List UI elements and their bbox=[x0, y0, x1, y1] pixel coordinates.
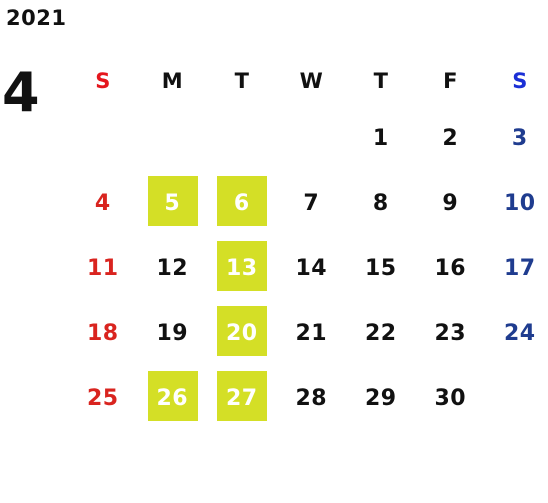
day-number: 27 bbox=[225, 386, 258, 411]
day-cell[interactable]: 5 bbox=[138, 171, 208, 236]
empty-day-cell bbox=[207, 106, 277, 171]
weekday-header-thursday: T bbox=[373, 69, 388, 93]
day-number: 30 bbox=[434, 386, 467, 411]
day-cell[interactable]: 17 bbox=[485, 236, 548, 301]
day-cell[interactable]: 7 bbox=[277, 171, 347, 236]
day-highlight bbox=[217, 371, 267, 421]
empty-day-cell bbox=[138, 106, 208, 171]
day-number: 15 bbox=[364, 256, 397, 281]
calendar-week-row: 1 2 3 bbox=[68, 106, 548, 171]
calendar-month-number: 4 bbox=[2, 61, 40, 124]
weekday-header-row: S M T W T F S bbox=[68, 56, 548, 106]
day-cell[interactable]: 3 bbox=[485, 106, 548, 171]
day-cell[interactable]: 8 bbox=[346, 171, 416, 236]
day-number: 2 bbox=[442, 126, 459, 151]
day-number: 12 bbox=[156, 256, 189, 281]
day-cell[interactable]: 27 bbox=[207, 366, 277, 431]
day-highlight bbox=[217, 306, 267, 356]
day-highlight bbox=[147, 176, 198, 226]
day-number: 16 bbox=[434, 256, 467, 281]
day-highlight bbox=[217, 176, 267, 226]
day-number: 3 bbox=[511, 126, 528, 151]
day-number: 25 bbox=[86, 386, 119, 411]
empty-day-cell bbox=[277, 106, 347, 171]
day-cell[interactable]: 19 bbox=[138, 301, 208, 366]
weekday-header-friday: F bbox=[443, 69, 458, 93]
day-cell[interactable]: 6 bbox=[207, 171, 277, 236]
day-cell[interactable]: 13 bbox=[207, 236, 277, 301]
day-number: 7 bbox=[303, 191, 320, 216]
day-number: 21 bbox=[295, 321, 328, 346]
weekday-header-saturday: S bbox=[512, 69, 528, 93]
day-number: 4 bbox=[94, 191, 111, 216]
day-cell[interactable]: 18 bbox=[68, 301, 138, 366]
day-cell[interactable]: 1 bbox=[346, 106, 416, 171]
day-number: 22 bbox=[364, 321, 397, 346]
day-cell[interactable]: 10 bbox=[485, 171, 548, 236]
weekday-header-sunday: S bbox=[95, 69, 111, 93]
day-number: 6 bbox=[233, 191, 250, 216]
weekday-header-wednesday: W bbox=[299, 69, 323, 93]
day-number: 29 bbox=[364, 386, 397, 411]
day-cell[interactable]: 23 bbox=[416, 301, 486, 366]
day-number: 1 bbox=[372, 126, 389, 151]
day-cell[interactable]: 24 bbox=[485, 301, 548, 366]
day-number: 13 bbox=[225, 256, 258, 281]
day-number: 18 bbox=[86, 321, 119, 346]
day-number: 11 bbox=[86, 256, 119, 281]
day-number: 8 bbox=[372, 191, 389, 216]
day-number: 28 bbox=[295, 386, 328, 411]
empty-day-cell bbox=[485, 366, 548, 431]
day-cell[interactable]: 9 bbox=[416, 171, 486, 236]
calendar-year: 2021 bbox=[6, 6, 67, 30]
empty-day-cell bbox=[68, 106, 138, 171]
day-cell[interactable]: 12 bbox=[138, 236, 208, 301]
day-cell[interactable]: 26 bbox=[138, 366, 208, 431]
calendar-week-row: 25 26 27 28 29 30 bbox=[68, 366, 548, 431]
day-number: 9 bbox=[442, 191, 459, 216]
calendar-week-row: 11 12 13 14 15 16 17 bbox=[68, 236, 548, 301]
day-cell[interactable]: 29 bbox=[346, 366, 416, 431]
weekday-header-monday: M bbox=[161, 69, 183, 93]
day-number: 26 bbox=[156, 386, 189, 411]
day-number: 24 bbox=[503, 321, 536, 346]
day-number: 20 bbox=[225, 321, 258, 346]
day-cell[interactable]: 15 bbox=[346, 236, 416, 301]
day-highlight bbox=[217, 241, 267, 291]
day-cell[interactable]: 25 bbox=[68, 366, 138, 431]
day-cell[interactable]: 20 bbox=[207, 301, 277, 366]
day-number: 10 bbox=[503, 191, 536, 216]
day-cell[interactable]: 30 bbox=[416, 366, 486, 431]
day-cell[interactable]: 2 bbox=[416, 106, 486, 171]
day-cell[interactable]: 22 bbox=[346, 301, 416, 366]
day-number: 5 bbox=[164, 191, 181, 216]
day-cell[interactable]: 4 bbox=[68, 171, 138, 236]
day-cell[interactable]: 28 bbox=[277, 366, 347, 431]
day-highlight bbox=[147, 371, 198, 421]
day-number: 19 bbox=[156, 321, 189, 346]
weekday-header-tuesday: T bbox=[234, 69, 249, 93]
day-number: 23 bbox=[434, 321, 467, 346]
day-cell[interactable]: 11 bbox=[68, 236, 138, 301]
day-number: 17 bbox=[503, 256, 536, 281]
calendar-week-row: 18 19 20 21 22 23 24 bbox=[68, 301, 548, 366]
day-cell[interactable]: 21 bbox=[277, 301, 347, 366]
calendar-week-row: 4 5 6 7 8 9 10 bbox=[68, 171, 548, 236]
day-cell[interactable]: 14 bbox=[277, 236, 347, 301]
day-number: 14 bbox=[295, 256, 328, 281]
day-cell[interactable]: 16 bbox=[416, 236, 486, 301]
